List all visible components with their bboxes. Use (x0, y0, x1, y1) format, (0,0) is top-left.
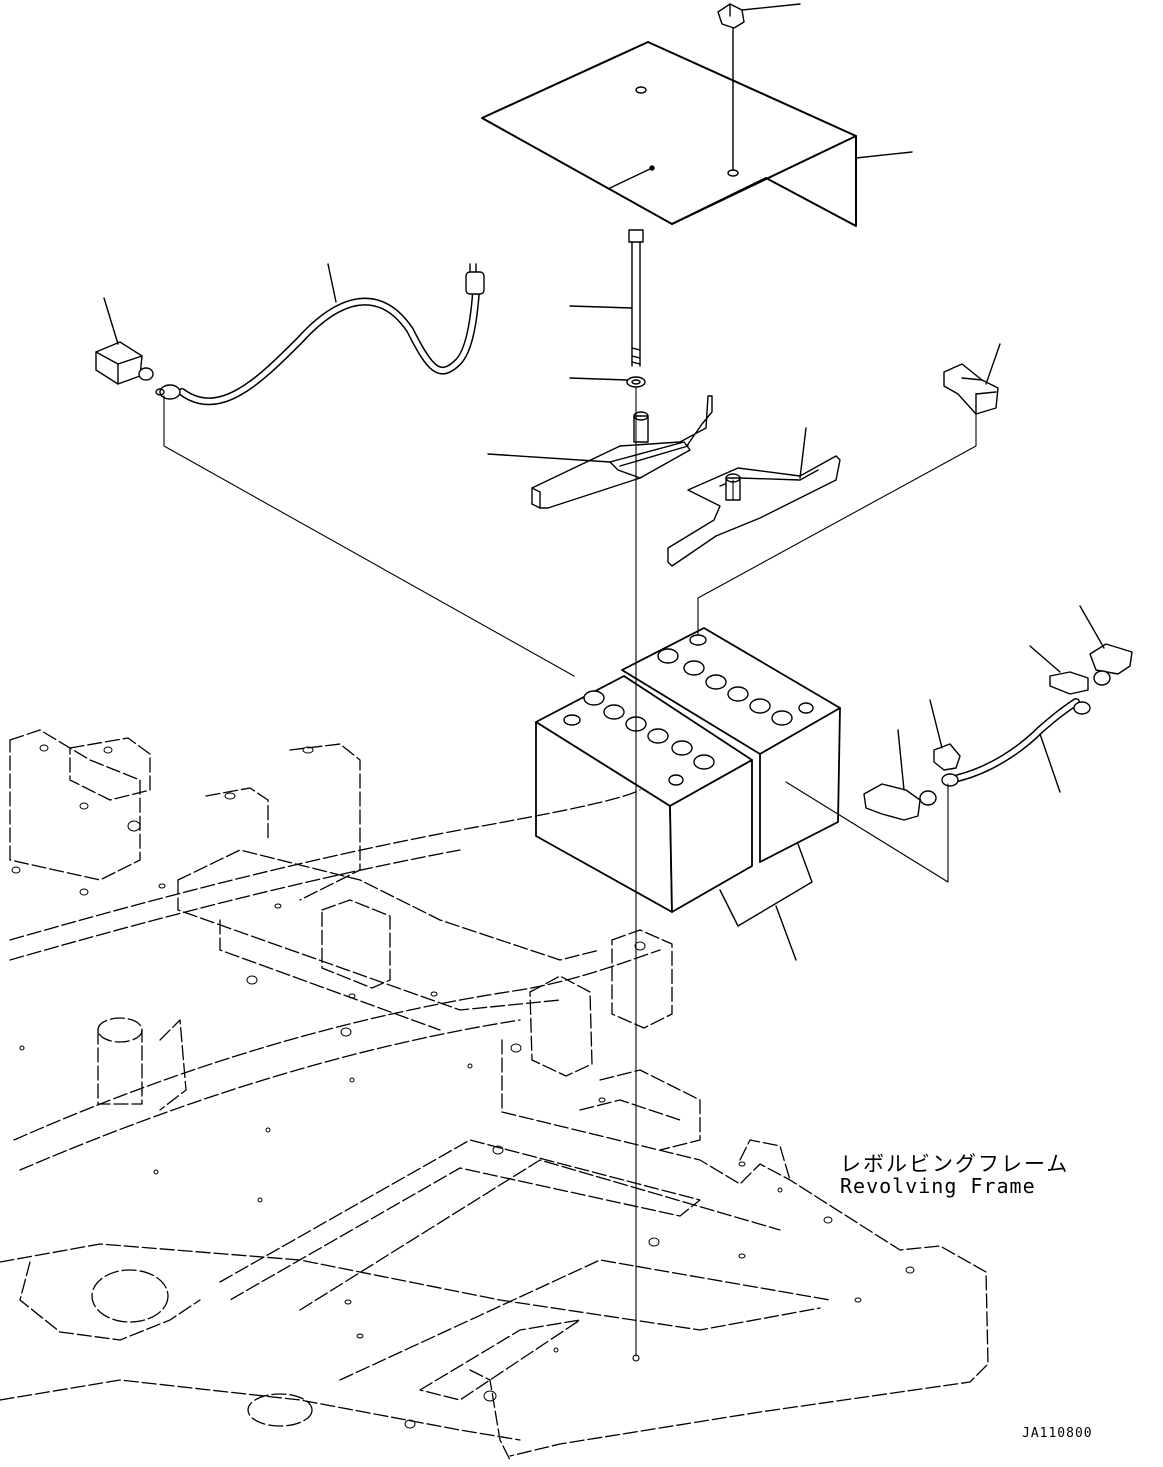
cover-knob (718, 4, 800, 170)
frame-label-english: Revolving Frame (840, 1174, 1036, 1198)
terminal-clamp-lower (930, 700, 960, 770)
washer (570, 377, 645, 387)
terminal-cover-right-upper (944, 344, 1000, 414)
battery-cable-left (156, 264, 484, 401)
frame-label-japanese: レボルビングフレーム (840, 1152, 1070, 1176)
battery-rear (622, 628, 840, 862)
battery-tag (720, 844, 812, 960)
terminal-cover-right (1080, 606, 1132, 685)
terminal-cover-left (96, 298, 153, 384)
hold-down-bracket-right (668, 428, 840, 566)
revolving-frame (0, 730, 988, 1460)
terminal-cover-lower (864, 730, 936, 820)
battery-cable-right (942, 702, 1090, 792)
assembly-lines (164, 388, 976, 1361)
battery-front (536, 676, 752, 912)
terminal-clamp-upper (1030, 646, 1088, 694)
hold-down-bracket-left (488, 396, 712, 508)
frame-holes (12, 745, 914, 1428)
battery-cover (482, 42, 912, 226)
drawing-id: JA110800 (1022, 1426, 1093, 1441)
j-bolt (570, 230, 643, 366)
